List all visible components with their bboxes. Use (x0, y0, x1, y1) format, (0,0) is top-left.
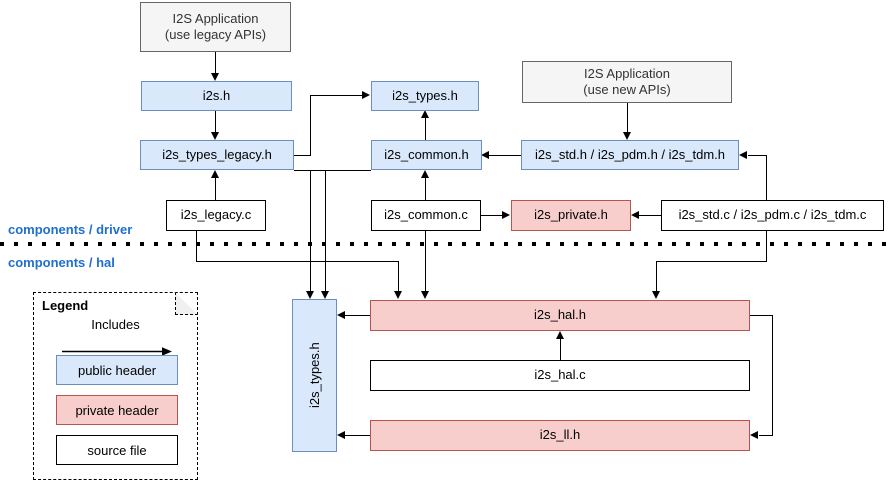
layer-divider (0, 242, 893, 246)
node-label: i2s_hal.c (534, 367, 586, 383)
node-label: i2s_types.h (306, 342, 322, 409)
node-label: i2s_ll.h (539, 427, 581, 443)
node-label: i2s_hal.h (533, 307, 587, 323)
node-i2s-hal-h[interactable]: i2s_hal.h (370, 300, 750, 331)
connector-commonc-halh (425, 231, 426, 292)
arrowhead-stdc-private (631, 211, 639, 219)
connector-typeslegacy-types-seg3 (310, 95, 363, 96)
arrowhead-legacyc-halh (394, 291, 402, 299)
node-label: I2S Application (use new APIs) (583, 65, 671, 97)
arrowhead-std-common (481, 151, 489, 159)
node-label: i2s.h (202, 87, 231, 103)
node-i2s-common-c[interactable]: i2s_common.c (371, 200, 481, 231)
arrowhead-llh-haltypes (337, 431, 345, 439)
node-i2s-h[interactable]: i2s.h (141, 81, 292, 111)
node-i2s-common-h[interactable]: i2s_common.h (371, 140, 482, 170)
node-label: i2s_common.c (384, 207, 468, 223)
connector-common-types (425, 118, 426, 140)
node-i2s-std-pdm-tdm-h[interactable]: i2s_std.h / i2s_pdm.h / i2s_tdm.h (521, 140, 739, 170)
connector-stdc-private (639, 215, 661, 216)
connector-halh-llh-seg3 (759, 435, 773, 436)
arrowhead-applegacy-i2sh (211, 73, 219, 81)
node-label: i2s_types_legacy.h (162, 146, 272, 162)
connector-typeslegacy-down-seg1 (294, 170, 311, 171)
legend-swatch-source-file: source file (56, 435, 178, 465)
arrowhead-halc-halh (556, 331, 564, 339)
connector-stdc-halh-seg2 (656, 261, 767, 262)
node-i2s-application-legacy[interactable]: I2S Application (use legacy APIs) (140, 2, 291, 52)
legend-swatch-label: public header (77, 362, 157, 378)
node-label: i2s_types.h (392, 87, 458, 103)
connector-appnew-std (627, 102, 628, 132)
arrowhead-appnew-std (623, 132, 631, 140)
legend-includes-label: Includes (91, 317, 140, 332)
connector-typeslegacy-types-seg1 (294, 155, 311, 156)
connector-legacyc-hal-seg2 (196, 261, 399, 262)
node-i2s-types-legacy-h[interactable]: i2s_types_legacy.h (140, 140, 294, 170)
arrowhead-commonc-halh (421, 291, 429, 299)
legend-includes-arrow-icon (62, 343, 172, 356)
node-i2s-hal-c[interactable]: i2s_hal.c (370, 360, 750, 391)
connector-legacyc-hal-seg1 (196, 231, 197, 262)
connector-halh-llh-seg1 (750, 315, 773, 316)
legend-swatch-label: private header (75, 402, 159, 418)
arrowhead-commonc-commonh (421, 170, 429, 178)
connector-commonc-private (481, 215, 503, 216)
connector-commonh-haltypes-seg1 (325, 170, 326, 292)
node-label: i2s_std.c / i2s_pdm.c / i2s_tdm.c (678, 207, 867, 223)
arrowhead-i2sh-typeslegacy (211, 132, 219, 140)
connector-applegacy-i2sh (215, 52, 216, 74)
legend-swatch-private-header: private header (56, 395, 178, 425)
connector-commonh-haltypes-seg2 (325, 170, 371, 171)
connector-commonc-commonh (425, 178, 426, 200)
connector-stdc-stdh-seg2 (748, 155, 767, 156)
connector-typeslegacy-types-seg2 (310, 95, 311, 155)
node-i2s-ll-h[interactable]: i2s_ll.h (370, 420, 750, 451)
arrowhead-commonc-private (502, 211, 510, 219)
connector-halh-llh-seg2 (772, 315, 773, 435)
node-i2s-std-pdm-tdm-c[interactable]: i2s_std.c / i2s_pdm.c / i2s_tdm.c (661, 200, 884, 231)
node-label: i2s_std.h / i2s_pdm.h / i2s_tdm.h (534, 146, 726, 162)
connector-stdc-stdh-seg1 (766, 155, 767, 200)
arrow-right-icon (62, 347, 172, 356)
arrowhead-common-types (421, 110, 429, 118)
legend-title: Legend (42, 298, 89, 313)
connector-legacyc-typeslegacy (215, 178, 216, 200)
arrowhead-legacyc-typeslegacy (211, 170, 219, 178)
connector-i2sh-typeslegacy (215, 111, 216, 132)
legend-box: Legend Includes public header private he… (33, 292, 198, 480)
node-i2s-types-h-hal[interactable]: i2s_types.h (292, 299, 337, 452)
legend-folded-corner-icon (175, 292, 198, 315)
connector-typeslegacy-down-seg2 (310, 170, 311, 292)
arrowhead-commonh-haltypes (321, 291, 329, 299)
node-i2s-private-h[interactable]: i2s_private.h (511, 200, 631, 231)
node-label: I2S Application (use legacy APIs) (164, 10, 267, 42)
node-label: i2s_legacy.c (180, 207, 252, 223)
node-i2s-legacy-c[interactable]: i2s_legacy.c (166, 200, 266, 231)
node-i2s-application-new[interactable]: I2S Application (use new APIs) (522, 61, 732, 103)
arrowhead-stdc-stdh (739, 151, 747, 159)
layer-label-driver: components / driver (8, 222, 133, 237)
node-label: i2s_private.h (534, 207, 608, 223)
layer-label-hal: components / hal (8, 255, 115, 270)
node-i2s-types-h-driver[interactable]: i2s_types.h (371, 81, 479, 111)
arrowhead-stdc-halh (652, 291, 660, 299)
arrowhead-typeslegacy-haltypes (306, 291, 314, 299)
connector-halc-halh (560, 339, 561, 361)
connector-stdc-halh-seg3 (656, 261, 657, 292)
legend-swatch-label: source file (87, 442, 147, 458)
connector-legacyc-hal-seg3 (398, 261, 399, 292)
legend-swatch-public-header: public header (56, 355, 178, 385)
arrowhead-typeslegacy-types (362, 91, 370, 99)
node-label: i2s_common.h (384, 146, 469, 162)
connector-stdc-halh-seg1 (766, 231, 767, 262)
connector-halh-haltypes (345, 315, 370, 316)
connector-std-common (489, 155, 521, 156)
connector-llh-haltypes (345, 435, 370, 436)
arrowhead-halh-haltypes (337, 311, 345, 319)
arrowhead-halh-llh (750, 431, 758, 439)
